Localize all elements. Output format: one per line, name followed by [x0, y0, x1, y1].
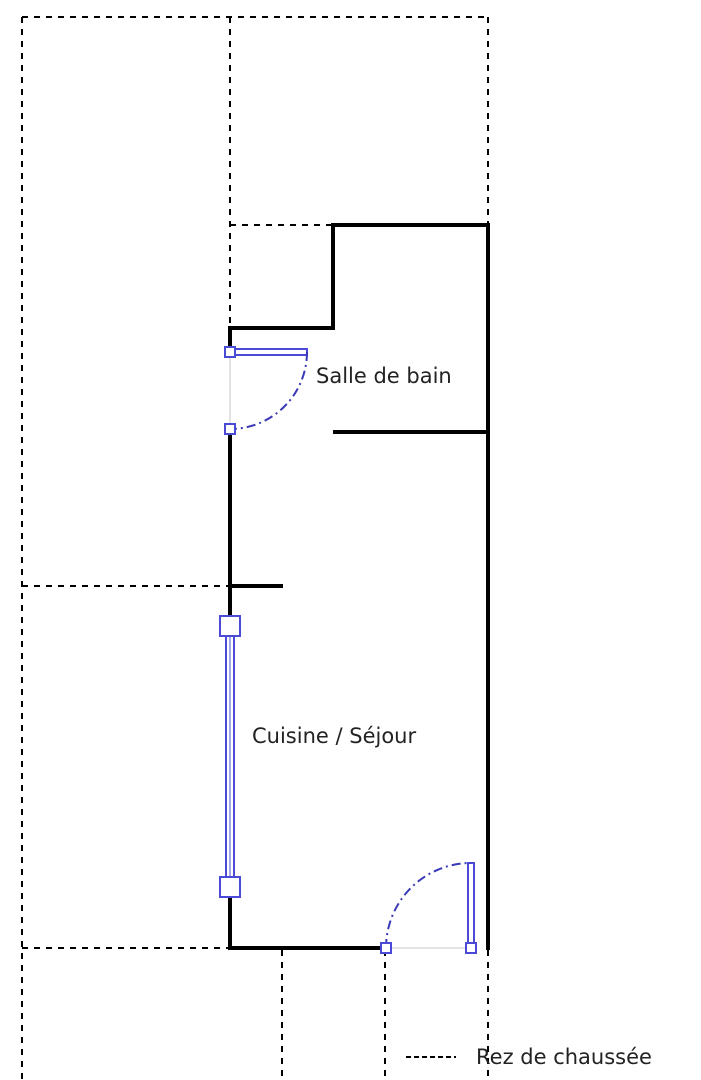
bathroom-door-hinge-bottom	[224, 423, 236, 435]
bathroom-door-swing-arc	[229, 351, 308, 430]
window-handle-top	[219, 615, 241, 637]
entrance-door-swing-arc	[385, 862, 472, 949]
bathroom-door	[224, 346, 308, 435]
room-label-living: Cuisine / Séjour	[252, 724, 416, 748]
legend-label-ground-floor: Rez de chaussée	[476, 1045, 652, 1069]
ground-floor-outline	[21, 16, 489, 1080]
walls	[228, 223, 490, 950]
living-window	[219, 615, 241, 898]
bathroom-door-leaf	[229, 348, 308, 356]
legend: Rez de chaussée	[406, 1045, 652, 1069]
entrance-door-hinge-left	[380, 942, 392, 954]
bathroom-door-hinge-top	[224, 346, 236, 358]
entrance-door	[380, 862, 477, 954]
entrance-door-leaf	[467, 862, 475, 949]
wall-top-step	[228, 223, 490, 950]
entrance-door-hinge-right	[465, 942, 477, 954]
room-label-bathroom: Salle de bain	[316, 364, 452, 388]
window-handle-bottom	[219, 876, 241, 898]
